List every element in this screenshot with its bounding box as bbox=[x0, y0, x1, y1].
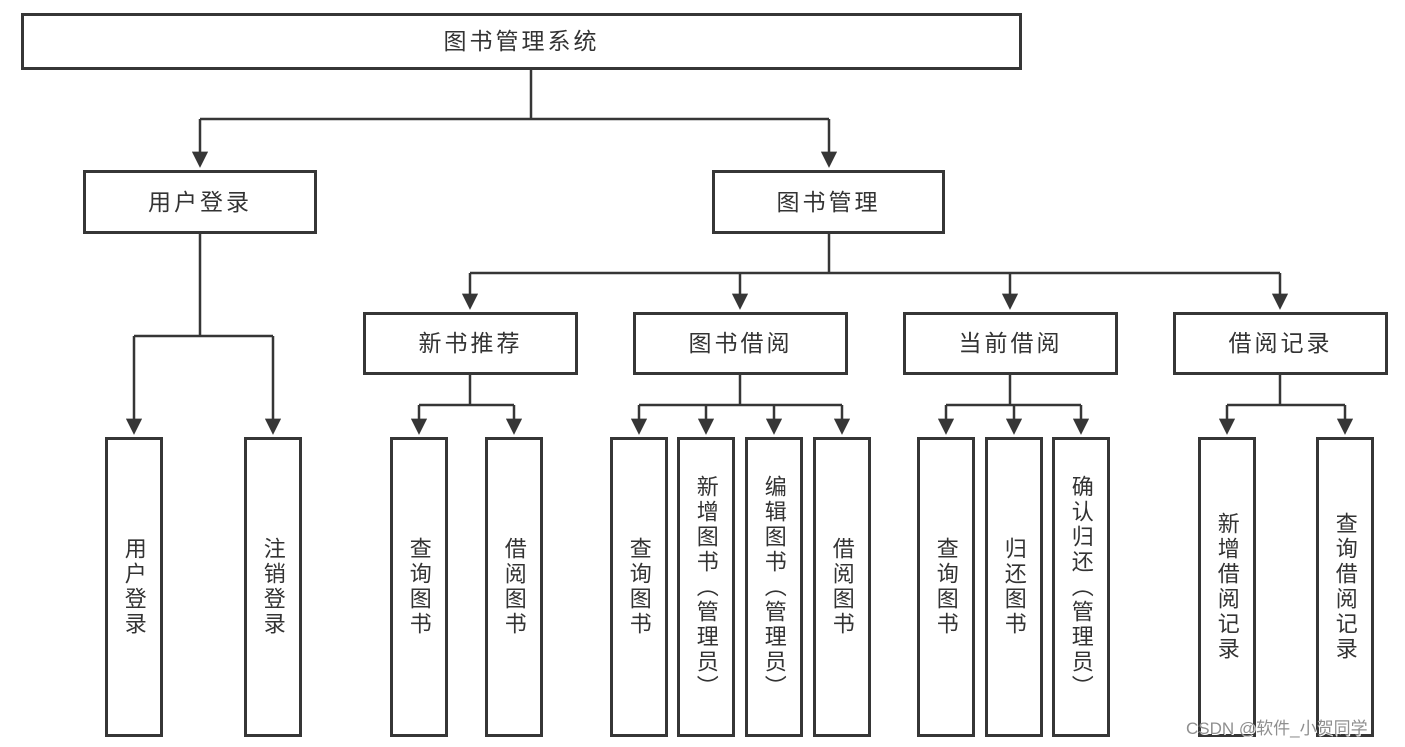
node-borrowing-records: 借阅记录 bbox=[1173, 312, 1388, 375]
node-leaf-edit-book-admin: 编辑图书（管理员） bbox=[745, 437, 803, 737]
node-leaf-add-borrow-record: 新增借阅记录 bbox=[1198, 437, 1256, 737]
node-user-login: 用户登录 bbox=[83, 170, 317, 234]
node-leaf-query-borrow-record: 查询借阅记录 bbox=[1316, 437, 1374, 737]
node-leaf-user-login: 用户登录 bbox=[105, 437, 163, 737]
node-current-borrowing: 当前借阅 bbox=[903, 312, 1118, 375]
node-book-management: 图书管理 bbox=[712, 170, 945, 234]
node-leaf-borrow-books-recommend: 借阅图书 bbox=[485, 437, 543, 737]
node-leaf-borrow-books-borrowing: 借阅图书 bbox=[813, 437, 871, 737]
node-leaf-query-books-recommend: 查询图书 bbox=[390, 437, 448, 737]
node-leaf-confirm-return-admin: 确认归还（管理员） bbox=[1052, 437, 1110, 737]
node-new-book-recommendation: 新书推荐 bbox=[363, 312, 578, 375]
node-leaf-logout: 注销登录 bbox=[244, 437, 302, 737]
node-book-borrowing: 图书借阅 bbox=[633, 312, 848, 375]
node-leaf-add-book-admin: 新增图书（管理员） bbox=[677, 437, 735, 737]
node-leaf-query-books-current: 查询图书 bbox=[917, 437, 975, 737]
node-leaf-query-books-borrowing: 查询图书 bbox=[610, 437, 668, 737]
watermark: CSDN @软件_小贺同学 bbox=[1186, 719, 1368, 738]
node-leaf-return-books: 归还图书 bbox=[985, 437, 1043, 737]
node-library-management-system: 图书管理系统 bbox=[21, 13, 1022, 70]
